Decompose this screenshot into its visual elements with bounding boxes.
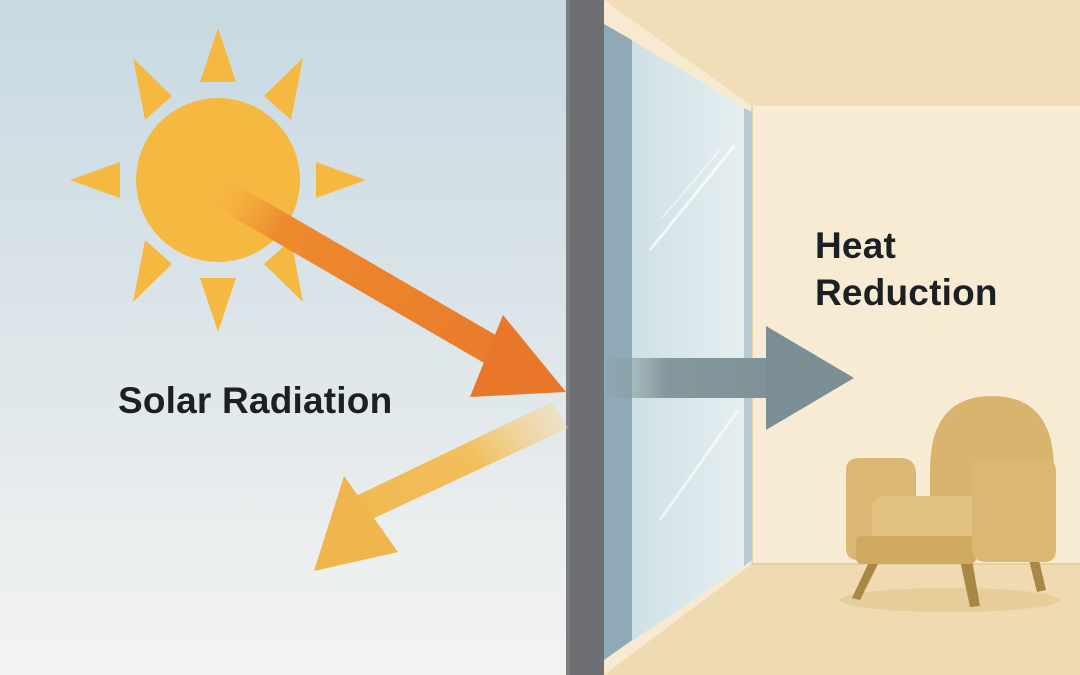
heat-reduction-label-line2: Reduction — [815, 272, 998, 313]
arrow-right-icon — [606, 326, 854, 430]
window-frame-highlight — [566, 0, 570, 675]
window-glass — [604, 24, 752, 660]
arrow-left-down-icon — [314, 402, 568, 571]
heat-reduction-label-line1: Heat — [815, 225, 896, 266]
heat-reduction-label: Heat Reduction — [815, 222, 998, 316]
solar-radiation-label: Solar Radiation — [118, 380, 393, 421]
armchair-icon — [840, 396, 1060, 612]
room-ceiling — [604, 0, 1080, 106]
window-frame — [566, 0, 604, 675]
arrow-right-down-icon — [200, 172, 566, 397]
